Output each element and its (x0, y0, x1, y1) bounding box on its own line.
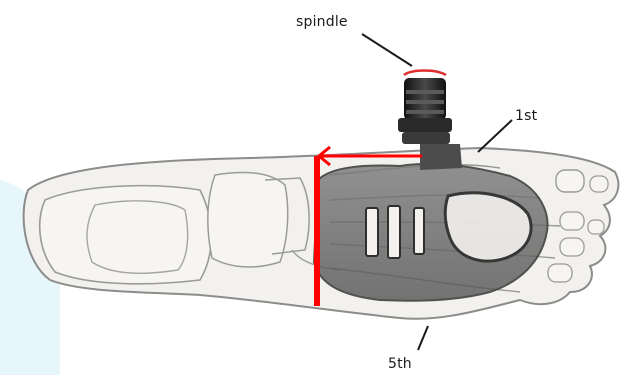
fifth-metatarsal-label: 5th (388, 356, 412, 372)
pedal-icon (314, 164, 548, 301)
first-leader-line (478, 120, 512, 152)
spindle-label: spindle (296, 14, 348, 30)
first-metatarsal-label: 1st (515, 108, 537, 124)
fifth-leader-line (418, 326, 428, 350)
spindle-leader-line (362, 34, 412, 66)
